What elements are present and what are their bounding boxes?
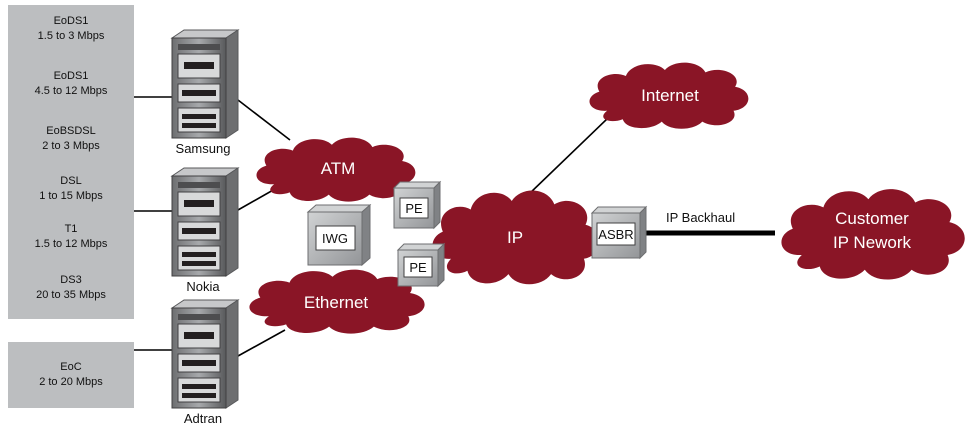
service-rate-panel: EoDS1 1.5 to 3 Mbps EoDS1 4.5 to 12 Mbps… <box>8 5 134 319</box>
ethernet-cloud-label: Ethernet <box>304 293 369 312</box>
service-rate-eoc: 2 to 20 Mbps <box>39 376 103 388</box>
adtran-server-icon <box>171 299 239 409</box>
service-name-eobsdsl: EoBSDSL <box>46 125 96 137</box>
service-rate-eobsdsl: 2 to 3 Mbps <box>42 140 100 152</box>
connection-lines <box>134 96 609 357</box>
service-name-dsl: DSL <box>60 175 81 187</box>
iwg-label: IWG <box>322 231 348 246</box>
atm-cloud-label: ATM <box>321 159 356 178</box>
service-rate-ds3: 20 to 35 Mbps <box>36 289 106 301</box>
link-samsung-atm <box>237 99 291 141</box>
link-ip-internet <box>527 117 609 196</box>
ip-backhaul-label: IP Backhaul <box>666 210 735 225</box>
asbr-label: ASBR <box>598 227 633 242</box>
customer-cloud-label-line2: IP Nework <box>833 233 912 252</box>
nokia-server-icon <box>171 167 239 277</box>
pe-top-box <box>392 180 442 230</box>
customer-cloud-label-line1: Customer <box>835 209 909 228</box>
iwg-box <box>306 203 372 267</box>
link-adtran-ethernet <box>237 329 286 357</box>
adtran-label: Adtran <box>184 411 222 426</box>
internet-cloud-label: Internet <box>641 86 699 105</box>
asbr-box <box>590 205 648 260</box>
service-name-t1: T1 <box>65 223 78 235</box>
pe-bottom-label: PE <box>409 260 427 275</box>
samsung-server-icon <box>171 29 239 139</box>
eoc-panel: EoC 2 to 20 Mbps <box>8 342 134 408</box>
pe-top-label: PE <box>405 201 423 216</box>
service-rate-t1: 1.5 to 12 Mbps <box>35 238 108 250</box>
nokia-label: Nokia <box>186 279 220 294</box>
service-rate-dsl: 1 to 15 Mbps <box>39 190 103 202</box>
service-rate-eods1-b: 4.5 to 12 Mbps <box>35 85 108 97</box>
service-name-eoc: EoC <box>60 361 81 373</box>
service-rate-eods1-a: 1.5 to 3 Mbps <box>38 30 105 42</box>
pe-bottom-box <box>396 242 446 288</box>
ip-cloud-label: IP <box>507 228 523 247</box>
service-name-eods1-b: EoDS1 <box>54 70 89 82</box>
service-name-eods1-a: EoDS1 <box>54 15 89 27</box>
service-name-ds3: DS3 <box>60 274 81 286</box>
samsung-label: Samsung <box>176 141 231 156</box>
